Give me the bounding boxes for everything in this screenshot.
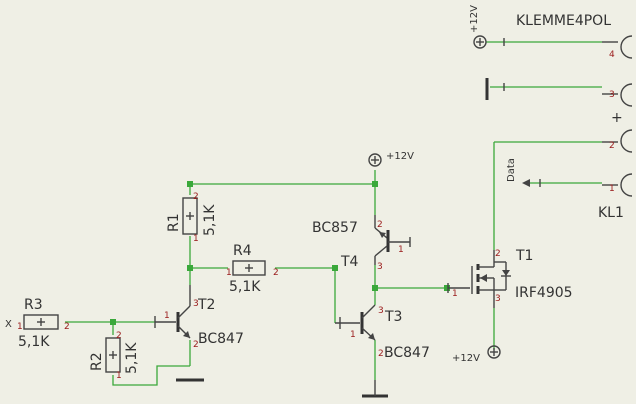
terminal-pin-3 xyxy=(620,83,633,107)
resistor-r4: 1 2 R4 5,1K xyxy=(226,243,279,295)
data-label: Data xyxy=(506,158,517,182)
resistor-body xyxy=(232,260,266,276)
channel-arrow-icon xyxy=(480,274,487,282)
transistor-ref: T2 xyxy=(197,297,215,313)
junction-dot xyxy=(187,181,193,187)
pin-number: 2 xyxy=(609,141,615,151)
pin-number: 1 xyxy=(609,184,615,194)
emitter-arrow-icon xyxy=(368,333,375,340)
resistor-value: 5,1K xyxy=(229,279,261,295)
net-label-12v-mid: +12V xyxy=(386,151,414,162)
resistor-r3: 1 2 R3 5,1K X xyxy=(5,297,70,350)
data-arrow-icon xyxy=(522,179,530,187)
resistor-ref: R2 xyxy=(89,352,105,371)
pin-number: 3 xyxy=(609,90,615,100)
pin-number: 1 xyxy=(17,322,23,332)
pin-number: 1 xyxy=(193,234,199,244)
terminal-pin-1 xyxy=(620,173,633,197)
pin-number: 2 xyxy=(193,192,199,202)
junction-dot xyxy=(110,319,116,325)
transistor-type: BC847 xyxy=(384,345,430,361)
resistor-ref: R4 xyxy=(233,243,252,259)
transistor-t2: 3 2 1 T2 BC847 xyxy=(154,285,244,350)
junction-dot xyxy=(187,265,193,271)
wire-r4-right xyxy=(275,267,336,323)
emitter-arrow-icon xyxy=(183,331,190,338)
connector-klemme4pol: KLEMME4POL 4 3 2 1 + KL1 xyxy=(503,13,633,221)
pin-number: 2 xyxy=(378,349,384,359)
body-diode-icon xyxy=(502,270,510,276)
emitter-arrow-icon xyxy=(379,232,386,238)
resistor-value: 5,1K xyxy=(18,334,50,350)
pin-number: 1 xyxy=(452,289,458,299)
data-net-label: Data xyxy=(506,158,541,187)
wire-r2-bottom xyxy=(112,365,190,386)
junction-dot xyxy=(372,285,378,291)
pin-number: 1 xyxy=(116,371,122,381)
wire-12v-top xyxy=(190,170,376,185)
transistor-ref: T3 xyxy=(384,309,402,325)
connector-ref: KL1 xyxy=(598,205,624,221)
plus-marker: + xyxy=(611,110,623,126)
pin-number: 1 xyxy=(226,268,232,278)
resistor-value: 5,1K xyxy=(202,204,218,236)
transistor-ref: T4 xyxy=(340,254,359,270)
pin-number: 3 xyxy=(193,299,199,309)
junction-dot xyxy=(372,181,378,187)
pin-number: 2 xyxy=(64,322,70,332)
pin-number: 4 xyxy=(609,50,615,60)
terminal-pin-2 xyxy=(620,129,633,153)
pin-number: 2 xyxy=(377,220,383,230)
supply-symbol xyxy=(473,35,487,49)
pin-number: 2 xyxy=(495,249,501,259)
input-net-label: X xyxy=(5,319,12,330)
junction-dot xyxy=(444,285,450,291)
supply-12v-bottom: +12V xyxy=(452,345,501,364)
pin-number: 2 xyxy=(273,268,279,278)
resistor-ref: R3 xyxy=(24,297,43,313)
junction-dot xyxy=(332,265,338,271)
resistor-value: 5,1K xyxy=(124,342,140,374)
pin-number: 3 xyxy=(495,294,501,304)
resistor-body xyxy=(182,197,198,235)
resistor-body xyxy=(105,337,121,373)
terminal-pin-4 xyxy=(620,35,633,59)
resistor-body xyxy=(23,314,59,330)
pin-number: 1 xyxy=(164,311,170,321)
junctions xyxy=(110,181,450,325)
supply-12v-top: +12V xyxy=(469,5,487,49)
supply-symbol xyxy=(487,345,501,359)
mosfet-t1: 1 2 3 T1 IRF4905 xyxy=(447,248,573,308)
supply-symbol xyxy=(368,153,382,167)
supply-12v-mid: +12V xyxy=(368,151,414,167)
net-label-12v-bottom: +12V xyxy=(452,353,480,364)
pin-number: 1 xyxy=(398,245,404,255)
pin-number: 3 xyxy=(378,306,384,316)
resistor-r1: 2 1 R1 5,1K xyxy=(166,192,218,244)
mosfet-ref: T1 xyxy=(515,248,533,264)
pin-number: 2 xyxy=(116,331,122,341)
transistor-t3: 3 1 2 T3 BC847 xyxy=(335,304,430,361)
connector-name: KLEMME4POL xyxy=(516,13,611,29)
net-label-12v-top: +12V xyxy=(469,5,480,33)
transistor-t4: 2 1 3 BC857 T4 xyxy=(312,215,411,272)
resistor-r2: 2 1 R2 5,1K xyxy=(89,331,140,381)
wires xyxy=(65,41,602,386)
mosfet-type: IRF4905 xyxy=(515,285,573,301)
transistor-type: BC857 xyxy=(312,220,358,236)
resistor-ref: R1 xyxy=(166,213,182,232)
pin-number: 1 xyxy=(350,330,356,340)
pin-number: 3 xyxy=(377,262,383,272)
pin-number: 2 xyxy=(193,340,199,350)
transistor-type: BC847 xyxy=(198,331,244,347)
